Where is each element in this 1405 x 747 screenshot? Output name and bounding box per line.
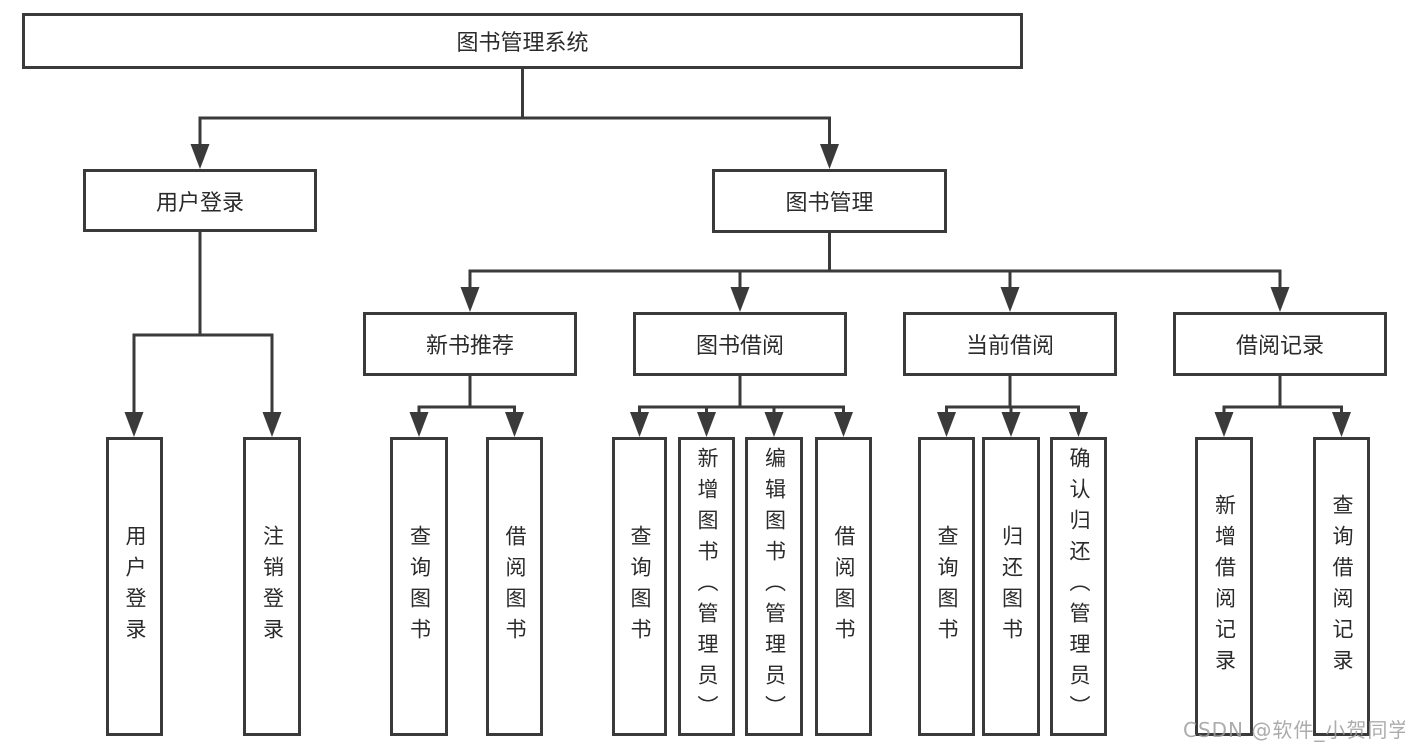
node-borrow-record: 借阅记录 [1173,312,1387,376]
leaf-bb-borrow-book: 借阅图书 [815,437,872,736]
leaf-logout: 注销登录 [243,437,301,736]
node-current-borrow: 当前借阅 [903,312,1117,376]
leaf-br-query-record: 查询借阅记录 [1313,437,1370,736]
leaf-nb-borrow-book: 借阅图书 [486,437,543,736]
leaf-nb-query-book: 查询图书 [390,437,448,736]
node-book-management: 图书管理 [712,169,947,233]
leaf-user-login: 用户登录 [106,437,163,736]
leaf-bb-add-book-admin: 新增图书（管理员） [678,437,735,736]
node-new-book-recommend: 新书推荐 [363,312,577,376]
node-user-login: 用户登录 [83,169,317,232]
leaf-cb-query-book: 查询图书 [918,437,975,736]
leaf-br-add-record: 新增借阅记录 [1195,437,1253,736]
csdn-watermark: CSDN @软件_小贺同学 [1183,718,1405,742]
leaf-bb-query-book: 查询图书 [612,437,667,736]
leaf-bb-edit-book-admin: 编辑图书（管理员） [745,437,803,736]
leaf-cb-return-book: 归还图书 [982,437,1040,736]
leaf-cb-confirm-return-admin: 确认归还（管理员） [1050,437,1107,736]
node-root: 图书管理系统 [22,13,1023,69]
node-book-borrow: 图书借阅 [633,312,847,376]
